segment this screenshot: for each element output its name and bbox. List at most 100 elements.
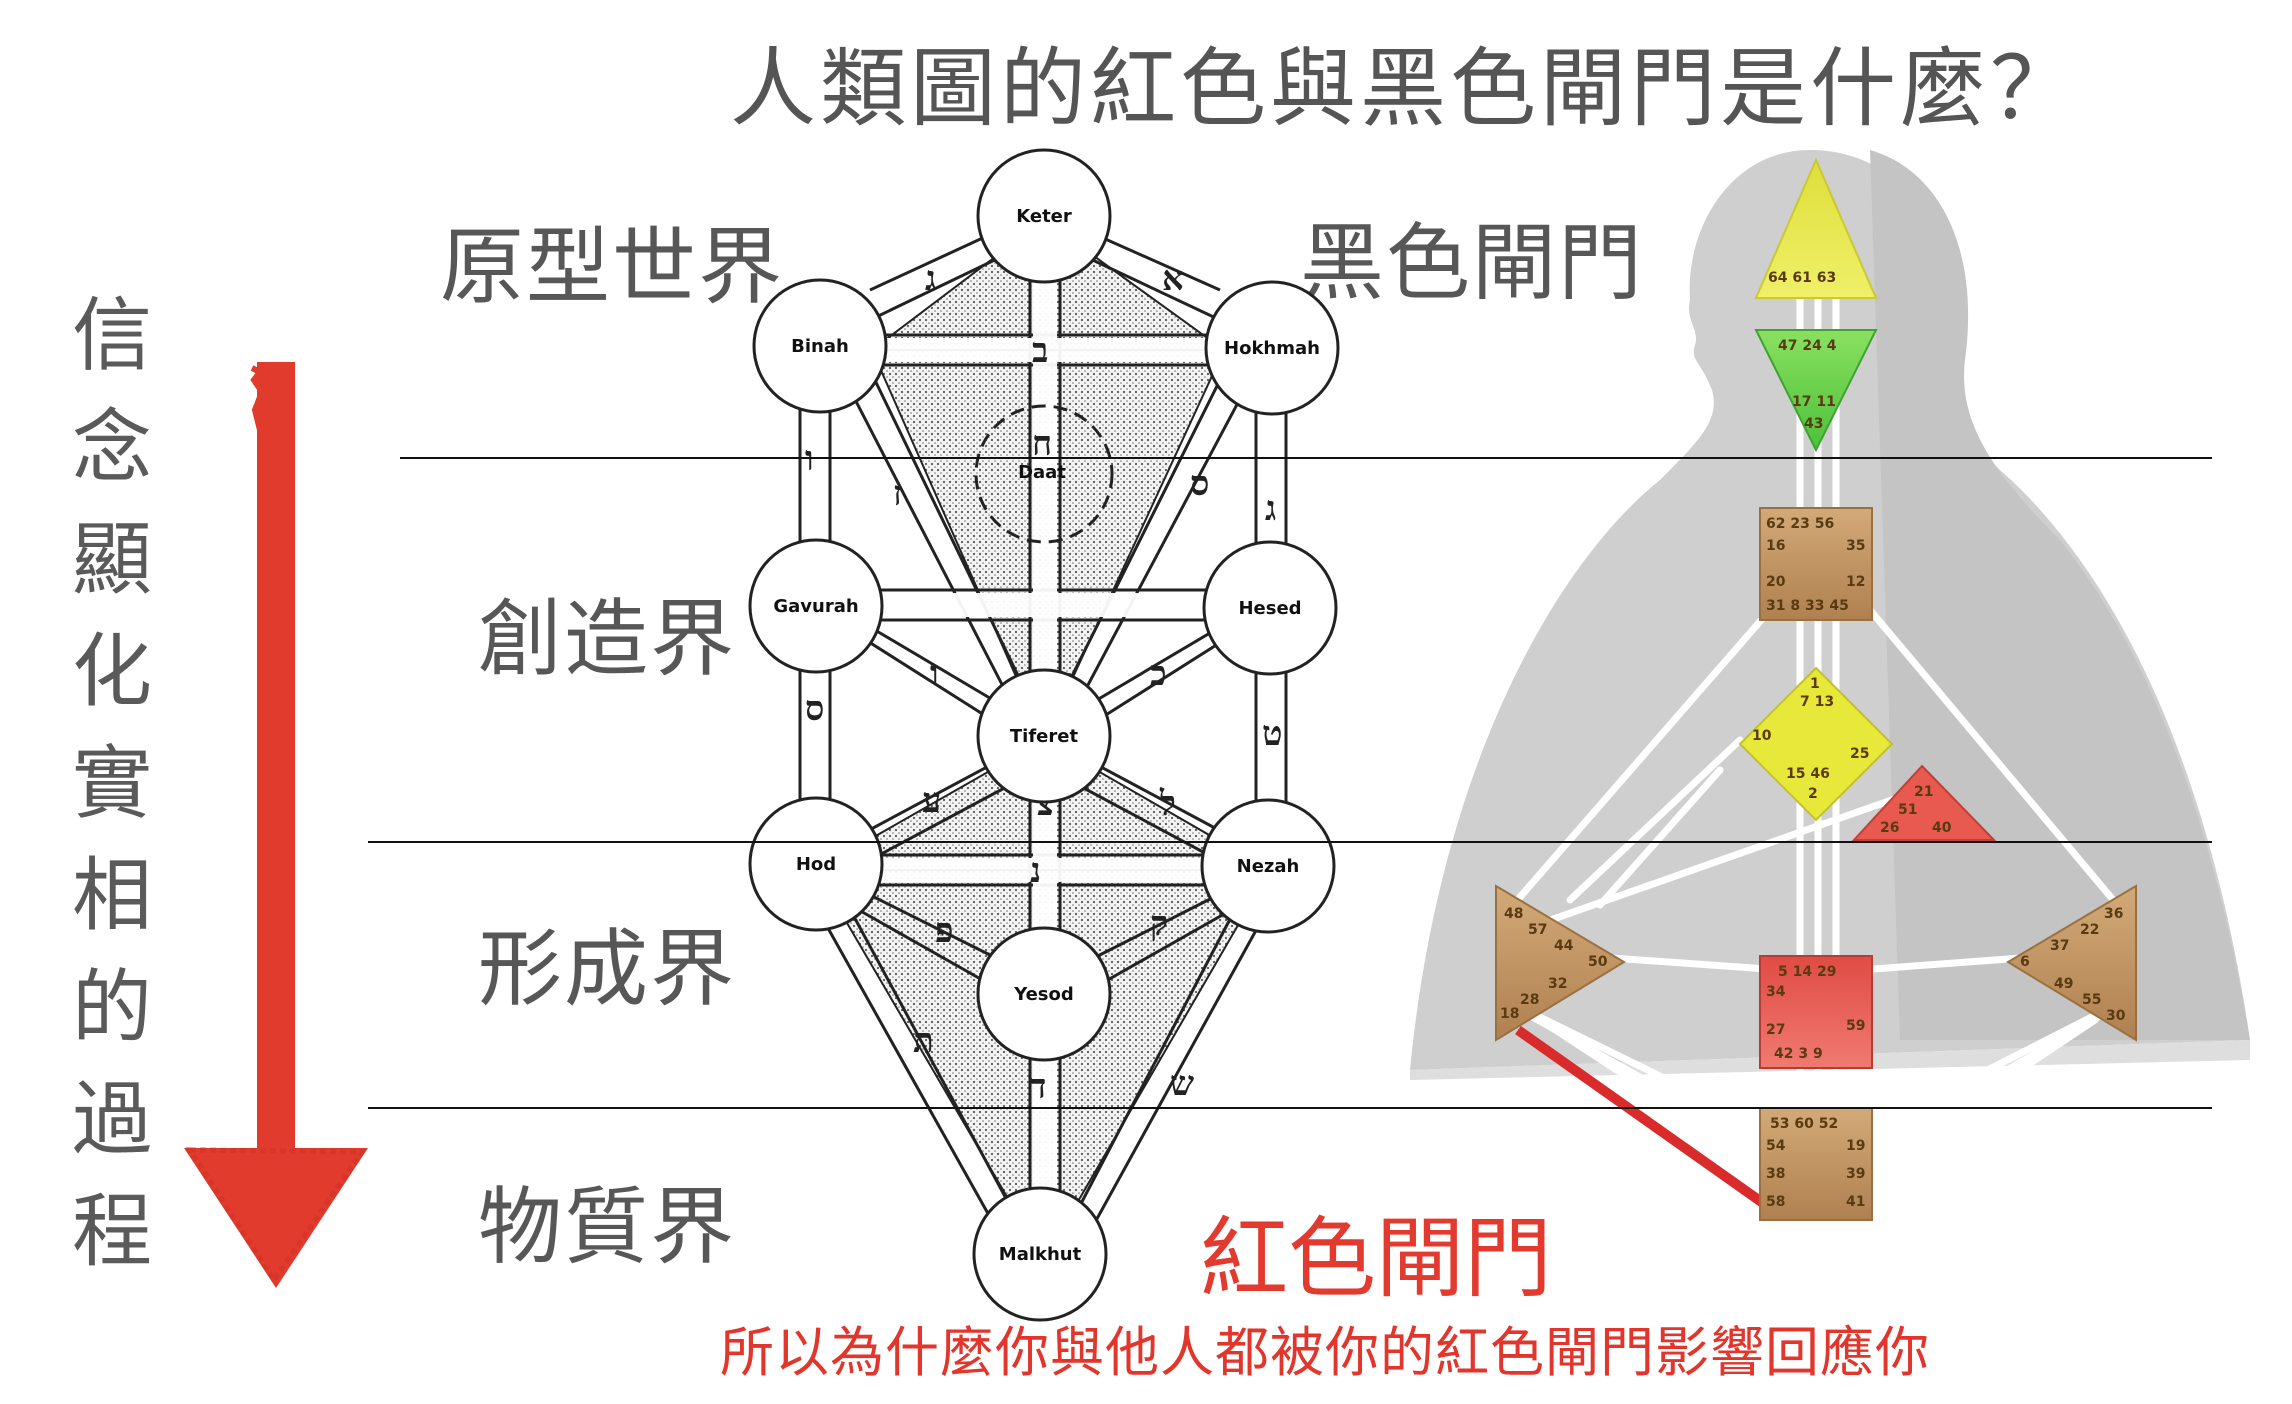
head-gates: 64 61 63 [1768,270,1836,286]
node-malkhut: Malkhut [999,1244,1082,1265]
spleen-gate-48: 48 [1504,906,1523,922]
throat-gates: 62 23 56 [1766,516,1834,532]
vertical-process-label: 信 念 顯 化 實 相 的 過 程 [62,280,162,1288]
creation-world-label: 創造界 [478,590,737,688]
g-gate-2: 2 [1808,786,1818,802]
sp-gate-36: 36 [2104,906,2123,922]
archetypal-world-label: 原型世界 [440,218,785,316]
page-title: 人類圖的紅色與黑色閘門是什麼？ [730,39,2080,139]
spleen-gate-28: 28 [1520,992,1539,1008]
svg-text:ל: ל [1159,784,1176,824]
vertical-char: 化 [72,625,152,718]
svg-text:כ: כ [1150,654,1167,694]
svg-text:ז: ז [893,474,902,514]
ajna-bottom-gates: 17 11 [1792,394,1836,410]
node-binah: Binah [791,336,849,357]
vertical-char: 信 [72,289,152,382]
svg-text:ט: ט [1262,714,1283,754]
spleen-gate-50: 50 [1588,954,1608,970]
g-gates-15-46: 15 46 [1786,766,1830,782]
node-yesod: Yesod [1013,984,1074,1005]
sp-gate-37: 37 [2050,938,2069,954]
svg-text:ת: ת [913,1021,934,1061]
spleen-gate-44: 44 [1554,938,1574,954]
black-gate-label: 黑色閘門 [1300,214,1645,312]
sp-gate-22: 22 [2080,922,2099,938]
sp-gate-6: 6 [2020,954,2030,970]
vertical-char: 的 [72,961,152,1054]
spleen-gate-32: 32 [1548,976,1567,992]
svg-text:ח: ח [1032,424,1052,464]
g-gates-7-13: 7 13 [1800,694,1834,710]
sp-gate-30: 30 [2106,1008,2126,1024]
g-gate-1: 1 [1810,676,1820,692]
node-hod: Hod [796,854,836,875]
vertical-char: 實 [72,737,152,830]
tree-of-life: גא בח וג זס סט וכ עצל נ פק תדש Keter Bin… [748,148,1340,1322]
node-gavurah: Gavurah [773,596,858,617]
sp-gate-55: 55 [2082,992,2101,1008]
sacral-gate-59: 59 [1846,1018,1865,1034]
spleen-gate-18: 18 [1500,1006,1519,1022]
ego-gate-40: 40 [1932,820,1952,836]
svg-text:פ: פ [935,911,954,951]
svg-text:ע: ע [922,781,941,821]
node-tiferet: Tiferet [1010,726,1079,747]
svg-text:ב: ב [1032,331,1048,371]
throat-gate-20: 20 [1766,574,1786,590]
root-gate-41: 41 [1846,1194,1865,1210]
spleen-gate-57: 57 [1528,922,1547,938]
root-gate-58: 58 [1766,1194,1785,1210]
root-gate-19: 19 [1846,1138,1865,1154]
throat-bottom-gates: 31 8 33 45 [1766,598,1849,614]
node-nezah: Nezah [1237,856,1300,877]
svg-text:ס: ס [1190,464,1209,504]
material-world-label: 物質界 [478,1178,737,1276]
svg-text:ד: ד [1030,1067,1046,1107]
ajna-gate-43: 43 [1804,416,1823,432]
root-top-gates: 53 60 52 [1770,1116,1838,1132]
svg-text:ו: ו [930,654,939,694]
svg-text:ש: ש [1170,1064,1194,1104]
node-daat: Daat [1018,462,1066,483]
world-divider-lines [368,457,2212,1109]
svg-text:א: א [1162,259,1184,299]
human-design-bodygraph: 64 61 63 47 24 4 17 11 43 62 23 56 16 35… [1410,150,2250,1221]
svg-text:ג: ג [925,259,936,299]
root-gate-54: 54 [1766,1138,1786,1154]
ajna-top-gates: 47 24 4 [1778,338,1837,354]
svg-text:ג: ג [1265,489,1276,529]
root-gate-38: 38 [1766,1166,1785,1182]
svg-text:ס: ס [805,689,824,729]
footer-caption: 所以為什麼你與他人都被你的紅色閘門影響回應你 [720,1321,1930,1384]
node-hesed: Hesed [1238,598,1301,619]
formation-world-label: 形成界 [478,920,737,1018]
throat-gate-35: 35 [1846,538,1865,554]
red-gate-label: 紅色閘門 [1200,1207,1553,1310]
vertical-char: 過 [72,1073,152,1166]
node-hokhmah: Hokhmah [1224,338,1320,359]
throat-gate-12: 12 [1846,574,1865,590]
vertical-char: 程 [72,1185,152,1278]
red-gate-channel [1515,1025,1773,1213]
throat-gate-16: 16 [1766,538,1785,554]
ego-gate-26: 26 [1880,820,1899,836]
ego-gate-51: 51 [1898,802,1917,818]
g-gate-25: 25 [1850,746,1869,762]
sacral-bottom-gates: 42 3 9 [1774,1046,1823,1062]
sacral-gate-34: 34 [1766,984,1786,1000]
sacral-gate-27: 27 [1766,1022,1785,1038]
sacral-top-gates: 5 14 29 [1778,964,1836,980]
vertical-char: 念 [72,401,152,494]
red-down-arrow [184,362,368,1288]
root-gate-39: 39 [1846,1166,1865,1182]
vertical-char: 相 [72,849,152,942]
svg-text:ק: ק [1150,904,1168,944]
svg-text:נ: נ [1030,851,1041,891]
sp-gate-49: 49 [2054,976,2073,992]
node-keter: Keter [1016,206,1072,227]
vertical-char: 顯 [72,513,152,606]
g-gate-10: 10 [1752,728,1772,744]
ego-gate-21: 21 [1914,784,1933,800]
